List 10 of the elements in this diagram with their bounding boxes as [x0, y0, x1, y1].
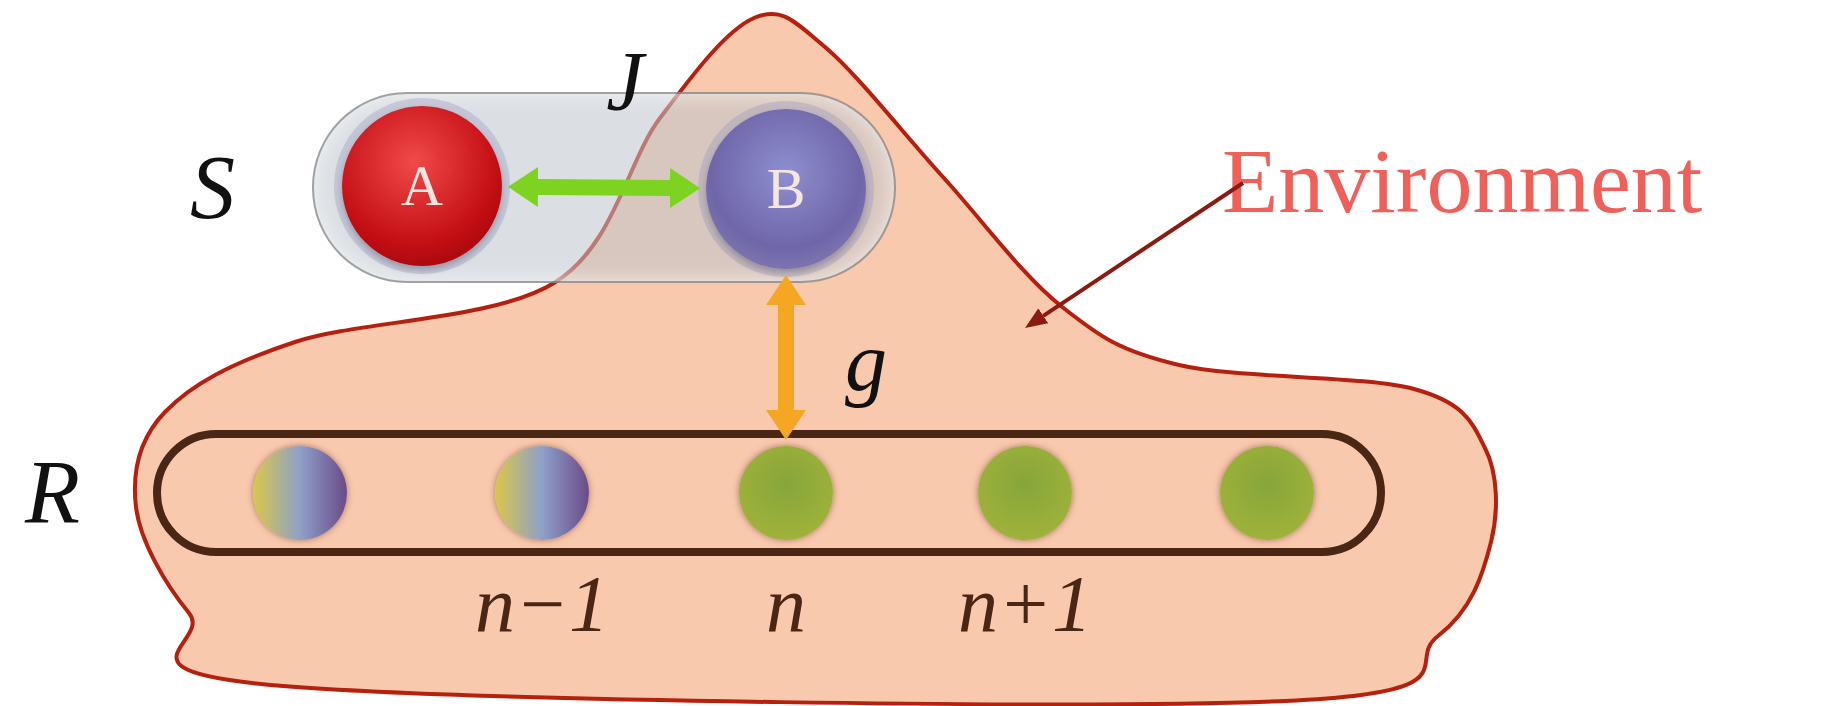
- register-letter: S: [190, 142, 235, 233]
- double-arrow: [508, 166, 700, 209]
- pointer-arrow: [1025, 181, 1245, 328]
- qubit-ball: A: [342, 106, 502, 266]
- site-index-label: n−1: [475, 564, 609, 644]
- double-arrow: [766, 275, 806, 440]
- site-index-label: n: [766, 564, 806, 644]
- environment-label: Environment: [1222, 130, 1703, 232]
- site-index-label: n+1: [958, 564, 1092, 644]
- register-letter: R: [25, 448, 80, 538]
